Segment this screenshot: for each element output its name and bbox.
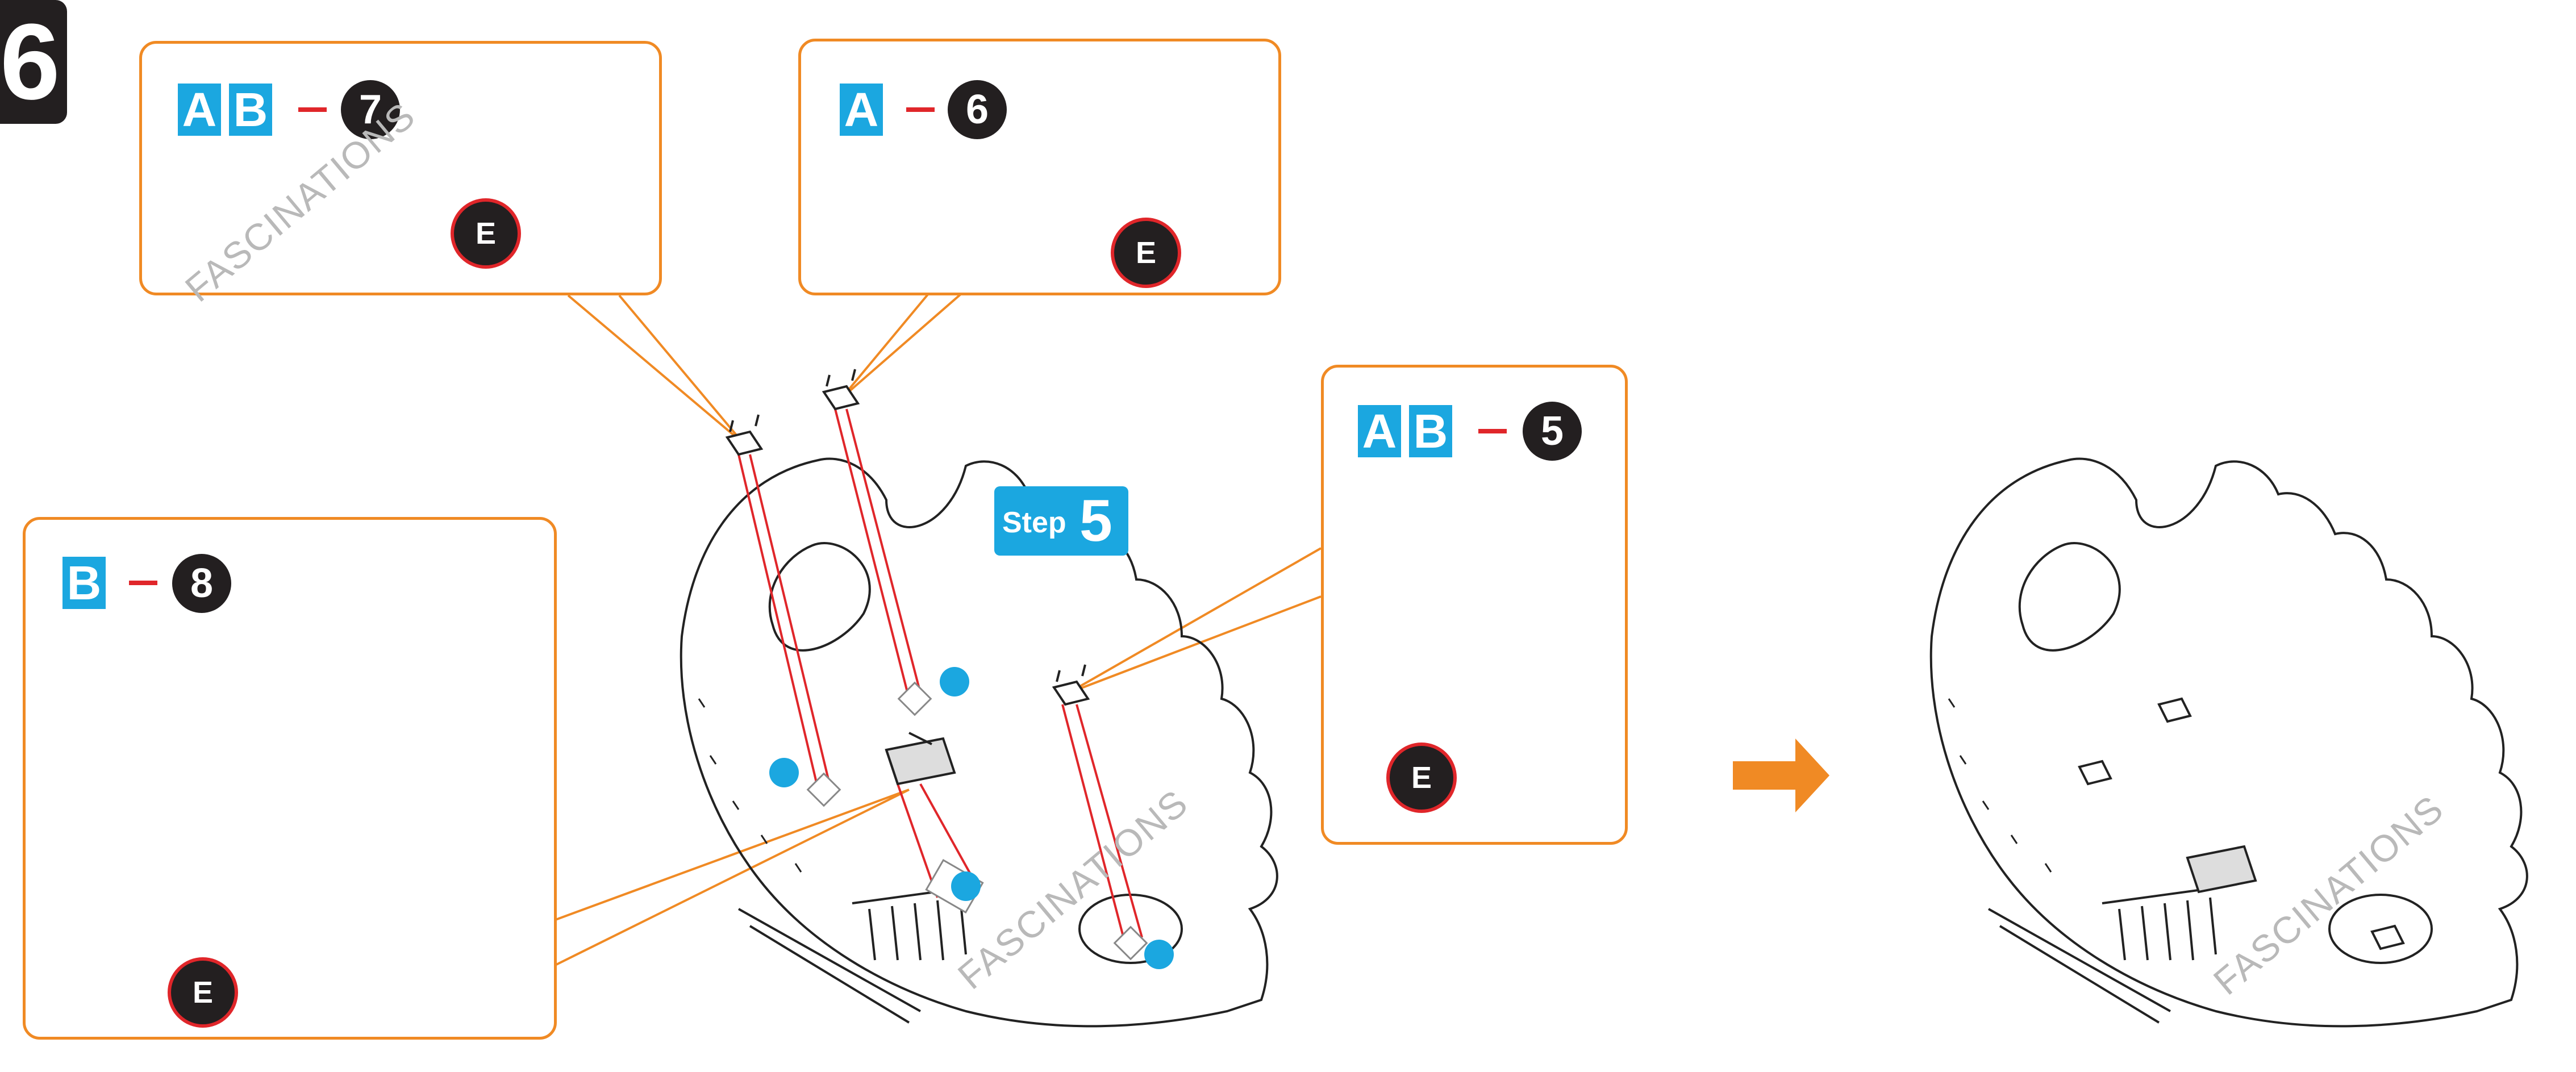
leader-green (553, 789, 910, 967)
base-rail-right (1988, 908, 2171, 1024)
blue-dot-2 (769, 758, 799, 787)
dash (129, 581, 157, 585)
guide-lines (737, 408, 1143, 944)
step-badge-word: Step (1002, 506, 1066, 539)
leader-orange (567, 294, 744, 444)
guide-line-1 (737, 454, 831, 790)
base-teeth-right (2102, 885, 2228, 961)
callout-leaders (553, 289, 1322, 967)
target-4 (1113, 925, 1148, 961)
base-outline-right (1929, 457, 2528, 1028)
callout-purple: A 6 E (798, 39, 1281, 295)
blue-dot-4 (1144, 940, 1174, 969)
blue-dot-1 (940, 667, 969, 696)
installed-stand-big (2186, 845, 2257, 894)
base-rail-left (738, 908, 921, 1024)
guide-line-3 (897, 783, 978, 898)
base-slot-right (2018, 542, 2121, 652)
ref-e-circle: E (1111, 218, 1181, 288)
count-circle: 5 (1523, 402, 1582, 461)
target-1 (806, 772, 841, 807)
callout-blue: A B 5 E (1321, 365, 1628, 845)
ref-e-circle: E (451, 198, 521, 269)
count-circle: 7 (341, 80, 400, 139)
dash (906, 107, 935, 112)
tag-b: B (229, 84, 272, 136)
callout-green: B 8 E (23, 517, 557, 1040)
stand-big (885, 732, 956, 786)
base-ring-right (2328, 894, 2433, 964)
installed-stand-2 (2078, 760, 2112, 786)
tag-a: A (178, 84, 221, 136)
count-circle: 6 (948, 80, 1007, 139)
base-plate-left (680, 457, 1278, 1028)
blue-dots (769, 667, 1174, 969)
count-circle: 8 (172, 554, 231, 613)
base-slot-left (768, 542, 871, 652)
installed-stands (2078, 697, 2405, 950)
target-2 (897, 681, 932, 716)
base-teeth-left (852, 885, 978, 961)
floating-stands (725, 369, 1090, 786)
guide-line-2 (834, 408, 922, 699)
installed-stand-ring (2370, 924, 2405, 950)
step-5-badge: Step 5 (994, 486, 1128, 556)
base-ticks-left (698, 698, 802, 873)
stand-1 (725, 414, 764, 456)
callout-orange: A B 7 E (139, 41, 662, 295)
base-outline-left (680, 457, 1278, 1028)
dash (1478, 429, 1507, 433)
step-number: 6 (0, 0, 67, 124)
tag-b: B (1409, 405, 1452, 457)
step-badge-number: 5 (1079, 488, 1112, 554)
target-markers (806, 681, 1148, 961)
result-arrow (1733, 739, 1829, 812)
installed-stand-1 (2157, 697, 2192, 723)
stand-3 (1052, 664, 1090, 706)
dash (298, 107, 327, 112)
leader-purple (841, 289, 967, 399)
tag-a: A (1358, 405, 1401, 457)
guide-line-4 (1061, 704, 1143, 944)
base-plate-right (1929, 457, 2528, 1028)
base-ticks-right (1948, 698, 2052, 873)
leader-blue (1068, 547, 1322, 694)
tag-a: A (840, 84, 883, 136)
ref-e-circle: E (168, 957, 238, 1028)
ref-e-circle: E (1386, 743, 1457, 813)
stand-2 (822, 369, 860, 411)
blue-dot-3 (951, 871, 981, 901)
tag-b: B (62, 557, 106, 609)
